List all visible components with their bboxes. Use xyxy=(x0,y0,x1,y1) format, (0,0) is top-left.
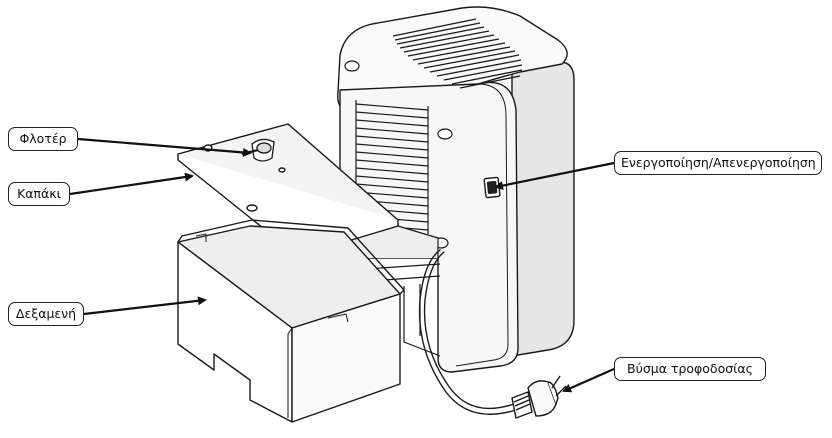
leader-switch xyxy=(494,161,615,191)
label-lid: Καπάκι xyxy=(8,182,70,206)
power-cord xyxy=(418,249,517,415)
lid-graphic xyxy=(177,123,399,257)
leader-lid xyxy=(69,172,194,196)
leader-plug xyxy=(562,367,615,393)
power-plug-graphic xyxy=(511,375,567,419)
leader-float xyxy=(77,137,252,157)
tank-graphic xyxy=(177,219,405,423)
label-power-plug: Βύσμα τροφοδοσίας xyxy=(614,357,766,381)
label-tank: Δεξαμενή xyxy=(8,302,84,326)
leader-lines xyxy=(69,137,615,393)
label-power-switch: Ενεργοποίηση/Απενεργοποίηση xyxy=(614,151,822,175)
label-float: Φλοτέρ xyxy=(8,127,78,151)
top-vent-grille xyxy=(392,18,523,89)
leader-tank xyxy=(83,296,207,316)
